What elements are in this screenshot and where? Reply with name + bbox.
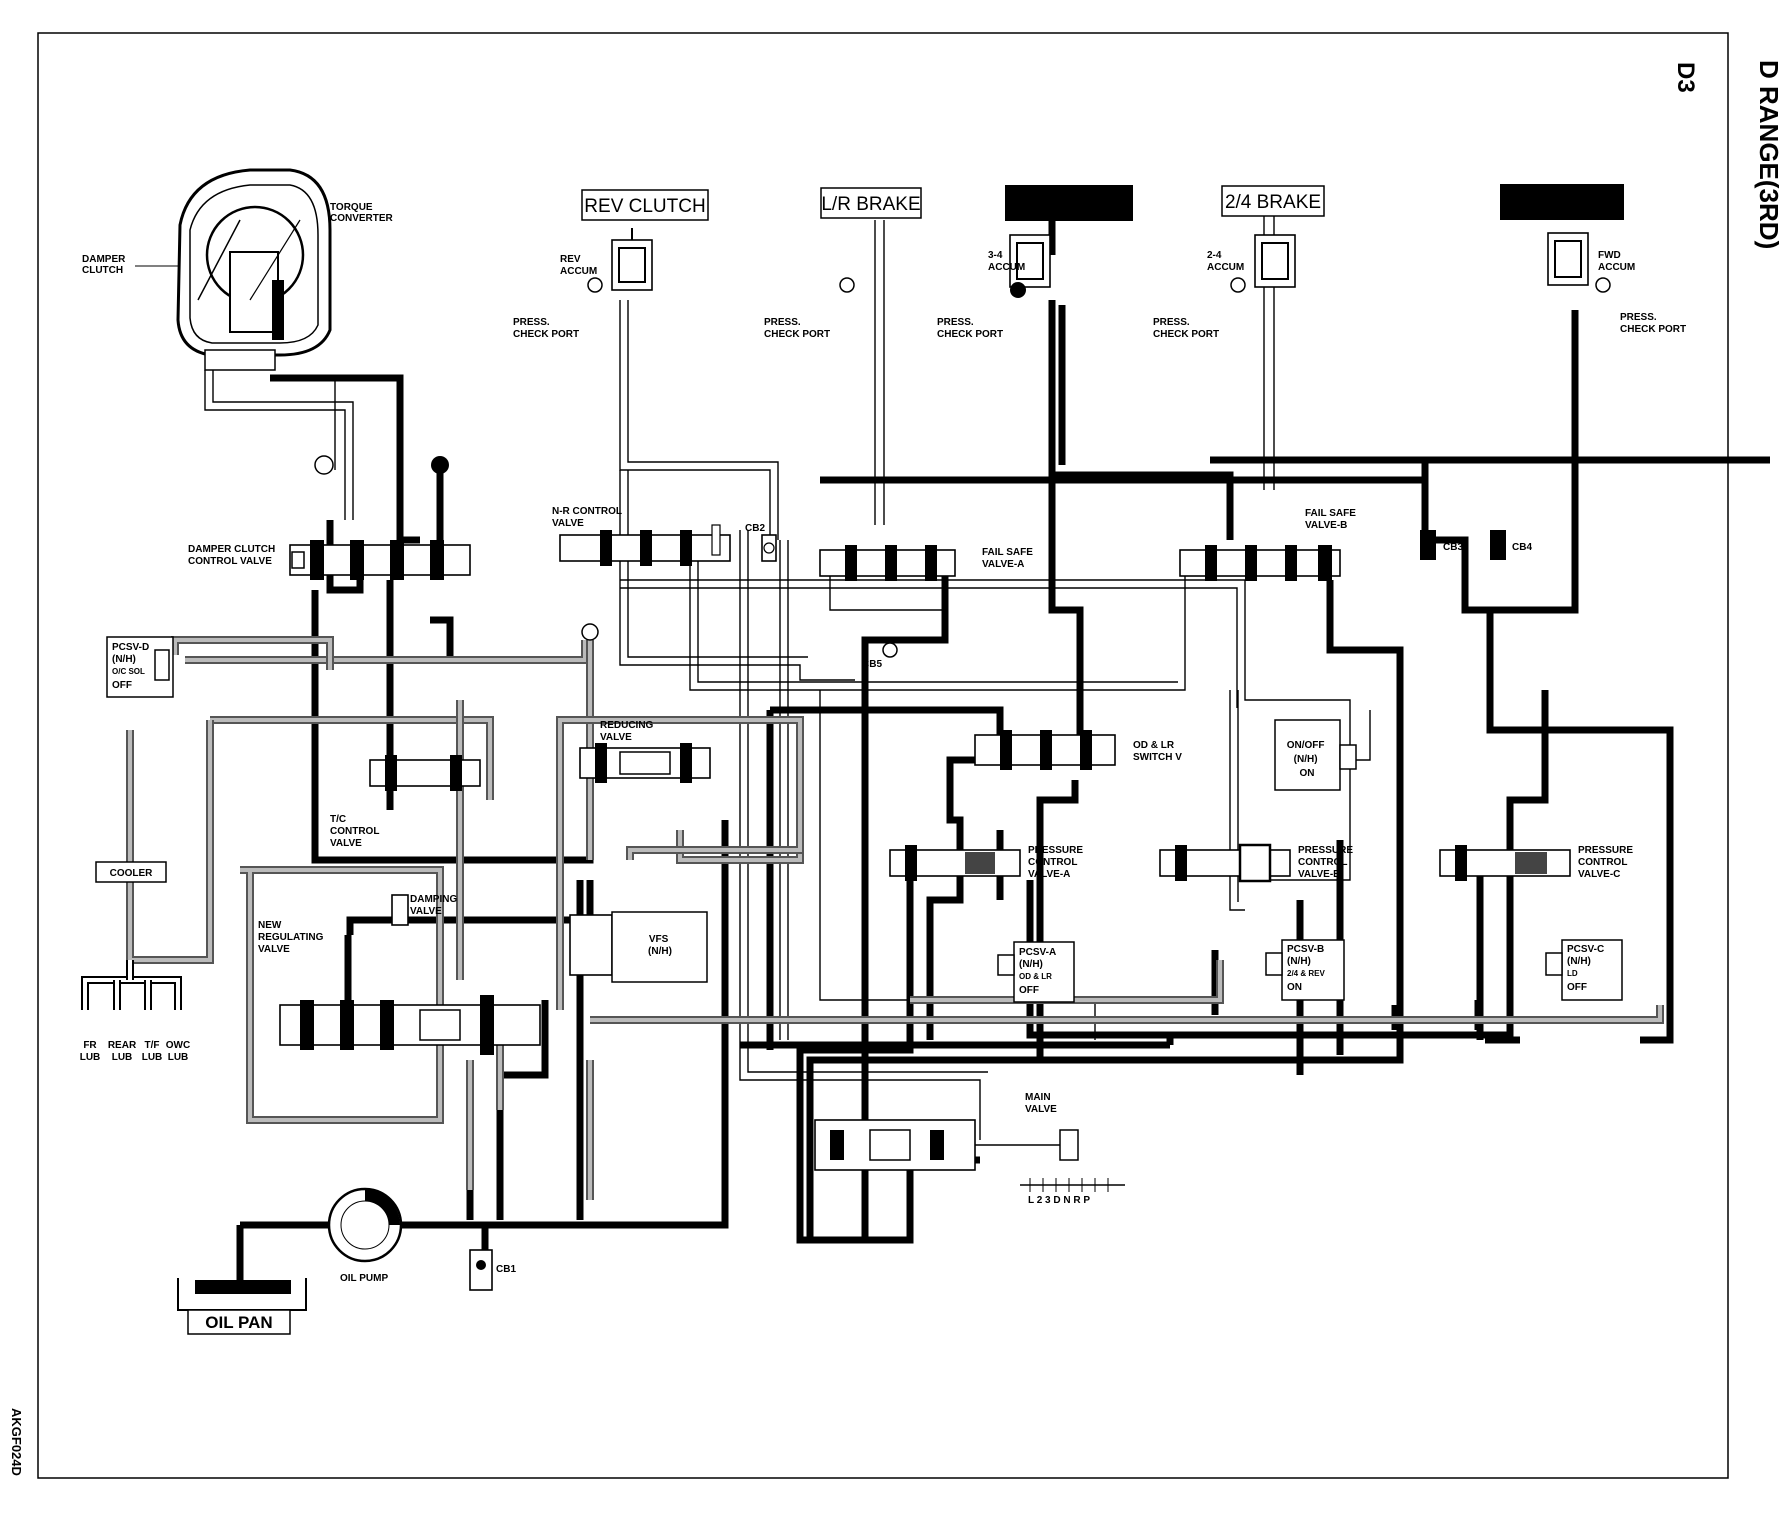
cooler-label: COOLER xyxy=(110,868,154,879)
pcsv-b-label: PCSV-B (N/H) 2/4 & REV ON xyxy=(1287,944,1328,993)
regulated-circuit xyxy=(126,636,1664,1200)
shift-detent xyxy=(1020,1178,1125,1192)
pcsv-b-box xyxy=(1265,939,1345,1001)
vfs-solenoid xyxy=(569,911,708,983)
cb4-check-ball xyxy=(1490,530,1506,560)
oil-pan-label: OIL PAN xyxy=(205,1313,272,1332)
fail-safe-valve-a-body xyxy=(819,545,956,581)
lr-brake-label: L/R BRAKE xyxy=(821,194,920,215)
cb5-label: CB5 xyxy=(862,659,882,670)
oil-pan: OIL PAN xyxy=(177,1278,307,1335)
cb4-label: CB4 xyxy=(1512,542,1532,553)
press-check-port-fwd-label: PRESS.CHECK PORT xyxy=(1620,312,1686,335)
cb1-check xyxy=(469,1249,493,1291)
pcsv-a-label: PCSV-A (N/H) OD & LR OFF xyxy=(1019,947,1059,996)
pressure-control-valve-b-body xyxy=(1159,843,1291,883)
signal-circuit xyxy=(204,216,1371,1140)
torque-converter xyxy=(176,168,332,371)
range-title: D RANGE(3RD) xyxy=(1754,60,1784,249)
rev-clutch-label: REV CLUTCH xyxy=(584,196,705,217)
cb1-label: CB1 xyxy=(496,1264,516,1275)
vfs-label: VFS (N/H) xyxy=(648,934,672,957)
cb2-check-ball xyxy=(761,534,777,562)
od-clutch-box-filled xyxy=(1005,185,1133,221)
fail-safe-valve-b-body xyxy=(1179,545,1341,581)
press-check-port-rev-label: PRESS.CHECK PORT xyxy=(513,317,579,340)
diagram-frame xyxy=(37,32,1729,1479)
onoff-solenoid-box xyxy=(1274,719,1357,791)
damper-clutch-control-valve-body xyxy=(289,540,471,580)
cb5-check-ball xyxy=(882,642,898,658)
figure-code: AKGF024D xyxy=(9,1408,24,1476)
rev-clutch-box: REV CLUTCH xyxy=(581,189,709,221)
rev-accum-body xyxy=(611,228,653,291)
accum-34-body xyxy=(1009,234,1051,288)
pcsv-c-box xyxy=(1545,939,1623,1001)
brake-24-box: 2/4 BRAKE xyxy=(1221,185,1325,217)
pressure-control-valve-c-body xyxy=(1439,845,1571,881)
cooler-box: COOLER xyxy=(95,861,167,883)
range-subtitle: D3 xyxy=(1672,62,1699,93)
pcsv-a-box xyxy=(997,941,1075,1003)
ud-clutch-box-filled xyxy=(1500,184,1624,220)
brake-24-label: 2/4 BRAKE xyxy=(1225,192,1321,213)
od-lr-switch-valve-body xyxy=(974,730,1116,770)
tc-control-valve-body xyxy=(369,755,481,791)
shift-positions-label: L 2 3 D N R P xyxy=(1028,1195,1090,1206)
main-valve-body xyxy=(814,1119,1079,1171)
lube-outlets xyxy=(81,960,182,1010)
reducing-valve-body xyxy=(579,743,711,783)
accum-24-body xyxy=(1254,234,1296,288)
press-check-ports xyxy=(314,277,1611,641)
pcsv-d-box xyxy=(106,636,174,698)
cb2-label: CB2 xyxy=(745,523,765,534)
cb3-label: CB3 xyxy=(1443,542,1463,553)
fwd-accum-body xyxy=(1547,232,1589,286)
pcsv-d-label: PCSV-D (N/H) O/C SOL OFF xyxy=(112,642,152,691)
new-regulating-valve-body xyxy=(279,995,541,1055)
damping-valve-body xyxy=(391,894,409,926)
cb3-check-ball xyxy=(1420,530,1436,560)
nr-control-valve-body xyxy=(559,524,731,566)
press-check-port-34-label: PRESS.CHECK PORT xyxy=(937,317,1003,340)
lr-brake-box: L/R BRAKE xyxy=(820,187,922,219)
pcsv-c-label: PCSV-C (N/H) LD OFF xyxy=(1567,944,1607,993)
press-check-port-24-label: PRESS.CHECK PORT xyxy=(1153,317,1219,340)
oil-pump-label: OIL PUMP xyxy=(340,1273,388,1284)
onoff-solenoid-label: ON/OFF (N/H) ON xyxy=(1287,740,1328,779)
oil-pump xyxy=(327,1187,403,1263)
press-check-port-lr-label: PRESS.CHECK PORT xyxy=(764,317,830,340)
pressure-control-valve-a-body xyxy=(889,845,1021,881)
